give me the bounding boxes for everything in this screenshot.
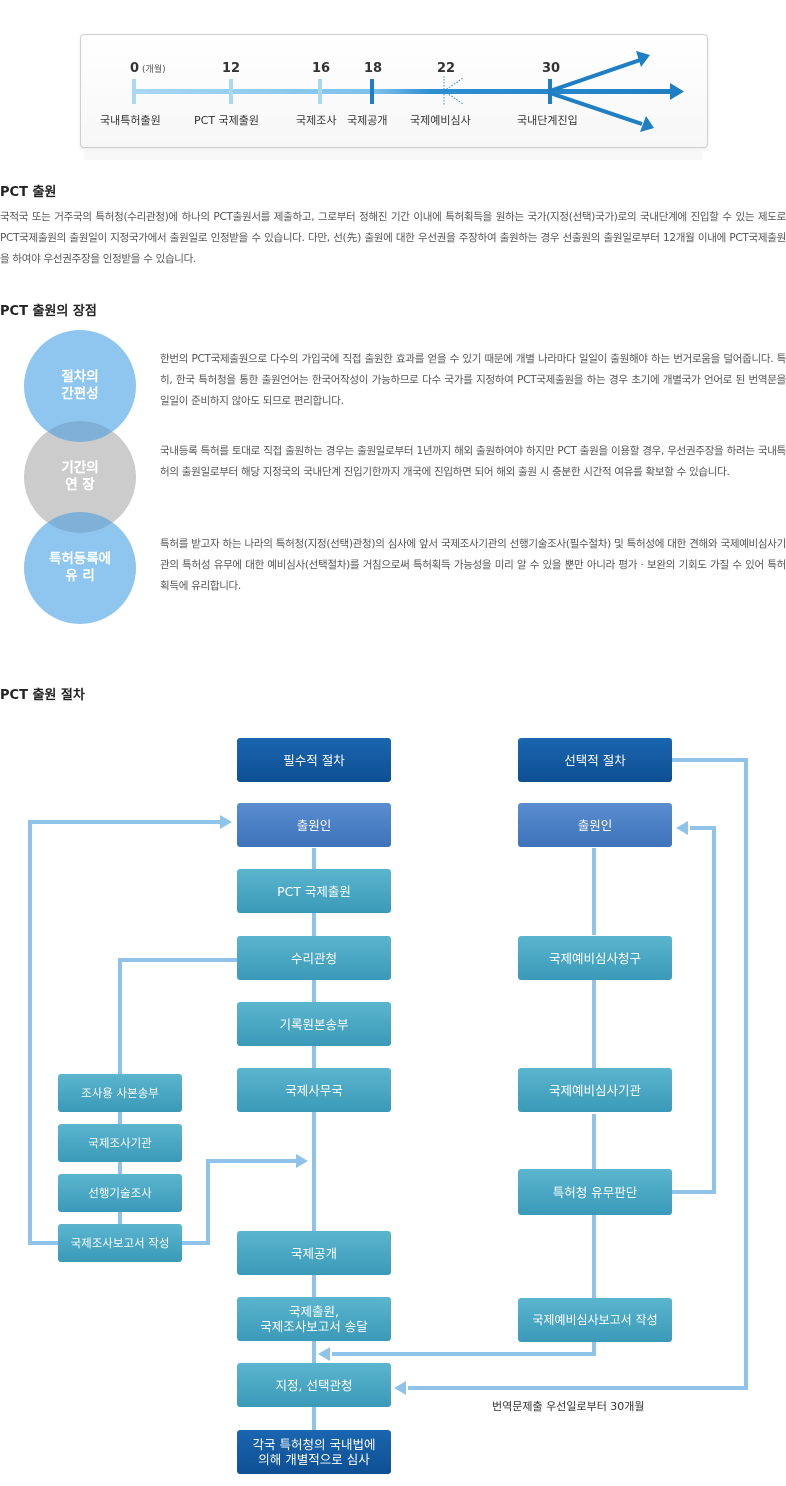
timeline-month-0: 0(개월) <box>130 61 166 76</box>
transmittal-box: 국제출원, 국제조사보고서 송달 <box>237 1297 391 1341</box>
timeline-tick-18 <box>370 79 374 104</box>
international-bureau-box: 국제사무국 <box>237 1068 391 1112</box>
advantage-text-extension: 국내등록 특허를 토대로 직접 출원하는 경우는 출원일로부터 1년까지 해외 … <box>160 445 786 478</box>
ipea-box: 국제예비심사기관 <box>518 1068 672 1112</box>
timeline-label-0: 국내특허출원 <box>100 114 161 127</box>
iper-request-box: 국제예비심사청구 <box>518 936 672 980</box>
timeline-tick-30 <box>548 79 552 104</box>
timeline-branch-down <box>549 91 643 126</box>
iper-report-box: 국제예비심사보고서 작성 <box>518 1298 672 1342</box>
advantage-circle-extension-label: 기간의 연 장 <box>61 460 99 493</box>
isa-box: 국제조사기관 <box>58 1124 182 1162</box>
receiving-office-box: 수리관청 <box>237 936 391 980</box>
search-copy-box: 조사용 사본송부 <box>58 1074 182 1112</box>
timeline-month-22: 22 <box>437 61 456 76</box>
timeline-label-18: 국제공개 <box>347 114 388 127</box>
mandatory-procedure-header: 필수적 절차 <box>237 738 391 782</box>
applicant-box-right: 출원인 <box>518 803 672 847</box>
timeline-branch-up-arrowhead <box>636 51 650 67</box>
translation-deadline-note: 번역문제출 우선일로부터 30개월 <box>492 1400 645 1413</box>
applicant-box-left: 출원인 <box>237 803 391 847</box>
timeline-branch-up <box>549 58 641 93</box>
advantage-text-registration: 특허를 받고자 하는 나라의 특허청(지정(선택)관청)의 심사에 앞서 국제조… <box>160 538 786 592</box>
timeline-branch-down-arrowhead <box>640 116 654 132</box>
timeline-label-12: PCT 국제출원 <box>194 114 260 127</box>
timeline-label-16: 국제조사 <box>296 114 337 127</box>
timeline-label-30: 국내단계진입 <box>517 114 578 127</box>
advantage-text-simplicity: 한번의 PCT국제출원으로 다수의 가입국에 직접 출원한 효과를 얻을 수 있… <box>160 353 786 407</box>
timeline-tick-12 <box>229 79 233 104</box>
timeline-tick-22-dotted <box>443 76 464 106</box>
optional-procedure-header: 선택적 절차 <box>518 738 672 782</box>
timeline-unit: (개월) <box>142 65 166 75</box>
publication-box: 국제공개 <box>237 1231 391 1275</box>
national-examination-box: 각국 특허청의 국내법에 의해 개별적으로 심사 <box>237 1430 391 1474</box>
timeline-month-16: 16 <box>312 61 331 76</box>
record-copy-box: 기록원본송부 <box>237 1002 391 1046</box>
timeline-tick-16 <box>318 79 322 104</box>
search-report-box: 국제조사보고서 작성 <box>58 1224 182 1262</box>
timeline-tick-0 <box>132 79 136 104</box>
timeline-month-12: 12 <box>222 61 241 76</box>
timeline-label-22: 국제예비심사 <box>410 114 471 127</box>
timeline-month-18: 18 <box>364 61 383 76</box>
timeline-graphic <box>84 51 702 160</box>
designated-office-box: 지정, 선택관청 <box>237 1363 391 1407</box>
advantages-title: PCT 출원의 장점 <box>0 304 97 319</box>
procedure-title: PCT 출원 절차 <box>0 688 85 703</box>
timeline-arrowhead-main <box>670 83 684 100</box>
timeline-month-30: 30 <box>542 61 561 76</box>
timeline-axis <box>133 89 673 94</box>
pct-filing-box: PCT 국제출원 <box>237 869 391 913</box>
patentability-box: 특허청 유무판단 <box>518 1169 672 1215</box>
pct-application-title: PCT 출원 <box>0 185 57 200</box>
prior-art-box: 선행기술조사 <box>58 1174 182 1212</box>
pct-application-body: 국적국 또는 거주국의 특허청(수리관청)에 하나의 PCT출원서를 제출하고,… <box>0 211 786 265</box>
